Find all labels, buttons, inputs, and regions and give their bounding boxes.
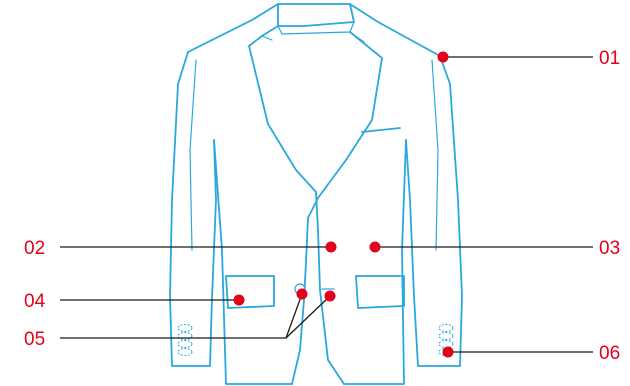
leader-lines	[60, 57, 593, 352]
marker-dot-05b	[325, 291, 336, 302]
cuff-button	[178, 325, 192, 332]
marker-dot-05a	[297, 289, 308, 300]
callout-label-03: 03	[599, 238, 620, 259]
cuff-button	[178, 349, 192, 356]
callout-labels: 01 02 03 04 05 06	[24, 48, 620, 364]
cuff-button	[439, 325, 453, 332]
jacket-outline	[170, 4, 462, 384]
left-cuff-buttons	[178, 325, 192, 356]
marker-dot-02	[326, 242, 337, 253]
left-front-edge	[316, 192, 344, 384]
right-pocket-flap	[356, 276, 404, 308]
left-pocket-flap	[226, 276, 274, 308]
chest-pocket	[362, 128, 400, 132]
right-lapel	[308, 32, 382, 218]
cuff-button	[439, 341, 453, 348]
collar	[278, 4, 354, 26]
right-collar-notch	[350, 32, 364, 42]
callout-label-01: 01	[599, 48, 620, 69]
right-shoulder	[350, 4, 440, 56]
callout-label-05: 05	[24, 329, 45, 350]
marker-dot-06	[443, 347, 454, 358]
cuff-button	[178, 341, 192, 348]
callout-label-02: 02	[24, 238, 45, 259]
cuff-button	[439, 333, 453, 340]
marker-dot-01	[438, 52, 449, 63]
marker-dots	[234, 52, 454, 358]
left-lapel	[249, 26, 316, 192]
right-body-side	[344, 140, 406, 384]
left-collar-notch	[262, 36, 272, 40]
right-sleeve-seam	[432, 60, 438, 250]
callout-label-04: 04	[24, 291, 46, 312]
callout-label-06: 06	[599, 343, 620, 364]
marker-dot-03	[370, 242, 381, 253]
left-sleeve-seam	[190, 60, 196, 250]
right-sleeve	[406, 56, 462, 366]
left-shoulder	[188, 4, 278, 52]
left-body-side	[214, 140, 292, 384]
marker-dot-04	[234, 295, 245, 306]
